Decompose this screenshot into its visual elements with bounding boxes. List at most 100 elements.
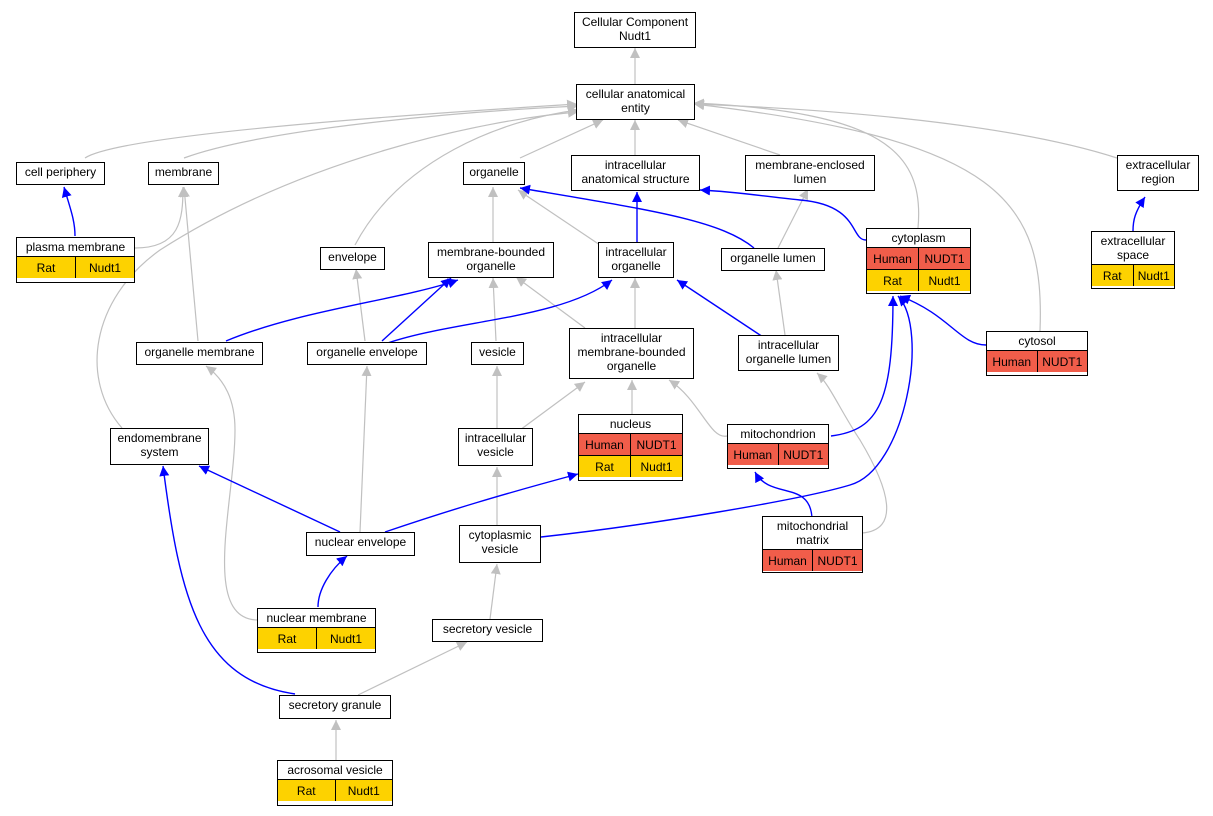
node-intracellular-organelle[interactable]: intracellular organelle [598, 242, 674, 278]
species-cell: Human [728, 444, 778, 465]
node-label: organelle [469, 165, 519, 179]
node-cytosol[interactable]: cytosol Human NUDT1 [986, 331, 1088, 376]
edge-sg-to-sv [357, 641, 468, 696]
annotation-row-rat: Rat Nudt1 [867, 269, 970, 291]
node-organelle[interactable]: organelle [463, 162, 525, 185]
node-cellular-anatomical-entity[interactable]: cellular anatomical entity [576, 84, 695, 120]
species-cell: Rat [258, 628, 316, 649]
node-cell-periphery[interactable]: cell periphery [16, 162, 105, 185]
node-label: nuclear membrane [266, 611, 367, 625]
node-label: secretory vesicle [442, 622, 533, 636]
species-cell: Human [579, 434, 630, 455]
node-envelope[interactable]: envelope [320, 247, 385, 270]
node-nucleus[interactable]: nucleus Human NUDT1 Rat Nudt1 [578, 414, 683, 481]
node-organelle-membrane[interactable]: organelle membrane [136, 342, 263, 365]
node-intracellular-membrane-bounded-organelle[interactable]: intracellular membrane-bounded organelle [569, 328, 694, 379]
gene-cell: NUDT1 [1036, 351, 1087, 372]
edge-mm-partof-mito [754, 471, 813, 519]
node-intracellular-vesicle[interactable]: intracellular vesicle [458, 428, 533, 466]
edge-om-to-membrane [179, 186, 199, 342]
node-intracellular-anatomical-structure[interactable]: intracellular anatomical structure [571, 155, 700, 191]
edge-mito-to-imbo [668, 379, 728, 437]
gene-cell: NUDT1 [812, 550, 862, 571]
node-label: nuclear envelope [314, 535, 407, 549]
edge-iol-partof-io [676, 279, 764, 338]
node-membrane-bounded-organelle[interactable]: membrane-bounded organelle [428, 242, 554, 278]
node-extracellular-region[interactable]: extracellular region [1117, 155, 1199, 191]
node-secretory-vesicle[interactable]: secretory vesicle [432, 619, 543, 642]
edge-cytosol-to-cae [693, 100, 1041, 332]
annotation-row-human: Human NUDT1 [763, 549, 862, 571]
node-label: extracellular region [1125, 158, 1191, 186]
annotation-row-rat: Rat Nudt1 [258, 627, 375, 649]
node-membrane-enclosed-lumen[interactable]: membrane-enclosed lumen [745, 155, 875, 191]
node-organelle-lumen[interactable]: organelle lumen [721, 248, 825, 271]
gene-cell: NUDT1 [630, 434, 682, 455]
node-cytoplasmic-vesicle[interactable]: cytoplasmic vesicle [459, 525, 541, 563]
species-cell: Human [867, 248, 918, 269]
edge-ne-partof-nucleus [384, 471, 579, 533]
edge-mm-to-iol [816, 372, 888, 534]
node-label: intracellular organelle [605, 245, 667, 273]
node-label: membrane [154, 165, 213, 179]
node-extracellular-space[interactable]: extracellular space Rat Nudt1 [1091, 231, 1175, 289]
node-nuclear-envelope[interactable]: nuclear envelope [306, 532, 415, 556]
edge-cytoplasm-partof-ias [699, 185, 867, 241]
edge-plasma-partof-cellperiphery [61, 186, 76, 237]
annotation-row-rat: Rat Nudt1 [1092, 264, 1174, 286]
node-root[interactable]: Cellular Component Nudt1 [574, 12, 696, 48]
edge-sg-partof-endomembrane [159, 465, 296, 695]
node-label: plasma membrane [25, 240, 126, 254]
node-membrane[interactable]: membrane [148, 162, 219, 185]
node-label: cytoplasmic vesicle [468, 528, 532, 556]
edge-cytoplasm-to-cae [693, 98, 920, 229]
annotation-row-rat: Rat Nudt1 [278, 779, 392, 801]
node-mitochondrial-matrix[interactable]: mitochondrial matrix Human NUDT1 [762, 516, 863, 573]
node-label: acrosomal vesicle [287, 763, 383, 777]
edge-mito-partof-cytoplasm [830, 295, 898, 437]
edge-oe-partof-io [381, 279, 613, 346]
edge-organelle-to-cae [519, 119, 604, 159]
annotation-row-human: Human NUDT1 [987, 350, 1087, 372]
edge-oe-partof-mbo [381, 277, 452, 342]
node-cytoplasm[interactable]: cytoplasm Human NUDT1 Rat Nudt1 [866, 228, 971, 294]
node-label: nucleus [609, 417, 652, 431]
edge-nm-partof-ne [317, 555, 348, 608]
node-label: cytoplasm [891, 231, 946, 245]
species-cell: Rat [1092, 265, 1133, 286]
node-label: organelle envelope [316, 345, 418, 359]
node-secretory-granule[interactable]: secretory granule [279, 695, 391, 719]
gene-cell: Nudt1 [334, 780, 392, 801]
gene-cell: Nudt1 [75, 257, 134, 278]
edge-iv-to-imbo [519, 381, 586, 431]
node-label: cellular anatomical entity [585, 87, 686, 115]
node-organelle-envelope[interactable]: organelle envelope [307, 342, 427, 365]
node-endomembrane-system[interactable]: endomembrane system [110, 428, 209, 465]
edge-ne-to-oe [359, 365, 372, 533]
node-label: vesicle [479, 345, 516, 359]
node-label: intracellular organelle lumen [745, 338, 832, 366]
node-plasma-membrane[interactable]: plasma membrane Rat Nudt1 [16, 237, 135, 283]
node-label: envelope [328, 250, 377, 264]
edge-cv-partof-cytoplasm [540, 295, 913, 538]
node-label: intracellular membrane-bounded organelle [577, 331, 686, 373]
edge-extracellular-space-partof-region [1132, 196, 1146, 232]
node-label: intracellular vesicle [464, 431, 527, 459]
node-label: Cellular Component Nudt1 [581, 15, 689, 43]
node-intracellular-organelle-lumen[interactable]: intracellular organelle lumen [738, 335, 839, 371]
species-cell: Rat [278, 780, 335, 801]
edge-ne-partof-endomembrane [198, 465, 341, 533]
node-acrosomal-vesicle[interactable]: acrosomal vesicle Rat Nudt1 [277, 760, 393, 806]
node-nuclear-membrane[interactable]: nuclear membrane Rat Nudt1 [257, 608, 376, 653]
annotation-row-human: Human NUDT1 [867, 247, 970, 269]
species-cell: Rat [17, 257, 75, 278]
node-vesicle[interactable]: vesicle [471, 342, 524, 365]
node-mitochondrion[interactable]: mitochondrion Human NUDT1 [727, 424, 829, 469]
gene-cell: Nudt1 [918, 270, 970, 291]
annotation-row-human: Human NUDT1 [579, 433, 682, 455]
edge-endomembrane-to-cae [96, 107, 579, 429]
edge-nm-to-om [205, 365, 259, 621]
edge-imbo-to-mbo [515, 276, 586, 329]
node-label: cytosol [1018, 334, 1056, 348]
